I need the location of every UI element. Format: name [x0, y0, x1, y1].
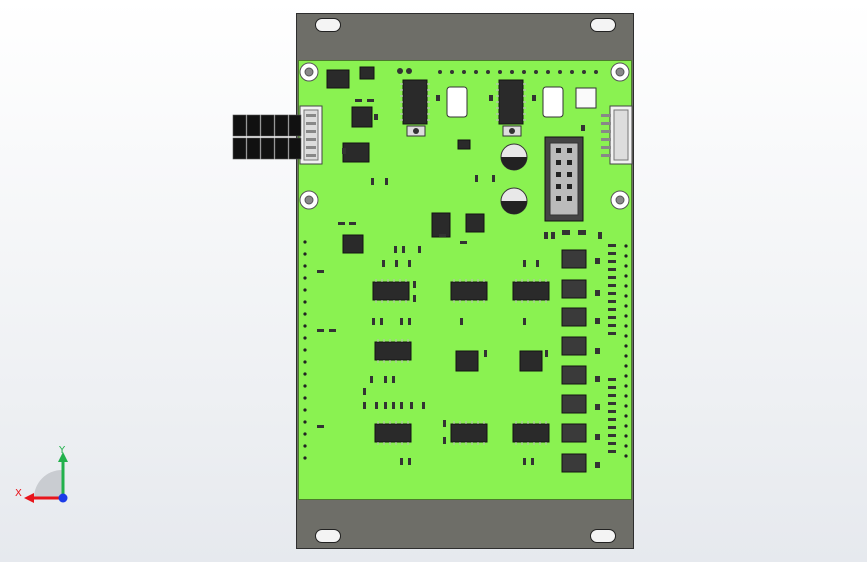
box-header-connector	[544, 136, 584, 222]
x-axis-arrowhead	[24, 493, 34, 503]
oscillators	[446, 86, 597, 118]
pcb-mounting-holes	[299, 62, 630, 210]
mounting-slot-bottom-left	[315, 529, 341, 543]
mounting-slot-top-left	[315, 18, 341, 32]
z-axis-dot	[58, 493, 68, 503]
right-ribbon-connector	[601, 105, 633, 165]
soic-chips	[372, 281, 550, 443]
right-column-devices	[561, 249, 587, 473]
orientation-triad[interactable]: Y X	[12, 440, 82, 510]
triad-plane	[34, 470, 62, 498]
y-axis-arrowhead	[58, 452, 68, 462]
y-axis-label: Y	[58, 445, 66, 456]
x-axis-label: X	[15, 488, 22, 499]
cable-bundle	[232, 114, 302, 160]
ic-top-row	[326, 66, 524, 254]
edge-pins-left	[303, 240, 307, 460]
soic-pins	[375, 279, 547, 445]
mounting-slot-bottom-right	[590, 529, 616, 543]
ic-pins	[400, 83, 526, 121]
smd-resistor-arrays	[595, 244, 616, 468]
smd-passives	[317, 95, 602, 465]
mounting-slot-top-right	[590, 18, 616, 32]
push-buttons	[406, 125, 522, 137]
electrolytic-capacitors	[500, 143, 528, 215]
edge-pins-right	[624, 244, 628, 458]
header-pins-top	[397, 68, 598, 74]
left-ribbon-connector	[299, 105, 323, 165]
